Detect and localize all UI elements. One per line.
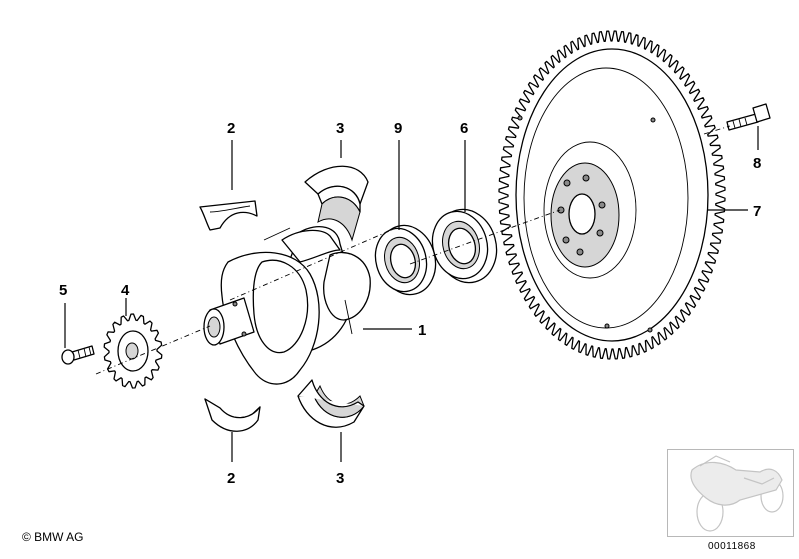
hexagon-socket-screw: [61, 345, 95, 365]
callout-4: 4: [121, 282, 130, 299]
flywheel-ring-gear: [498, 30, 726, 360]
bearing-shell-2-bottom: [204, 398, 261, 432]
callout-5: 5: [59, 282, 67, 299]
chain-sprocket: [103, 313, 163, 389]
bearing-shell-2-top: [199, 200, 258, 231]
copyright-notice: © BMW AG: [22, 530, 84, 544]
callout-9: 9: [394, 120, 402, 137]
thrust-bearing-shell-3-bottom: [297, 379, 365, 428]
callout-1: 1: [418, 322, 426, 339]
crankshaft: [203, 226, 371, 385]
callout-7: 7: [753, 203, 761, 220]
callout-3-top: 3: [336, 120, 344, 137]
callout-2-bottom: 2: [227, 470, 235, 487]
thrust-bearing-shell-3-top: [304, 165, 369, 242]
thumbnail-frame: [667, 449, 794, 537]
callout-3-bottom: 3: [336, 470, 344, 487]
bearing-ring-9: [374, 224, 437, 296]
callout-2-top: 2: [227, 120, 235, 137]
motorcycle-thumbnail: [690, 455, 784, 532]
flywheel-bolt: [726, 103, 771, 131]
radial-seal-ring-6: [431, 208, 498, 284]
document-number: 00011868: [708, 541, 756, 552]
callout-6: 6: [460, 120, 468, 137]
callout-8: 8: [753, 155, 761, 172]
